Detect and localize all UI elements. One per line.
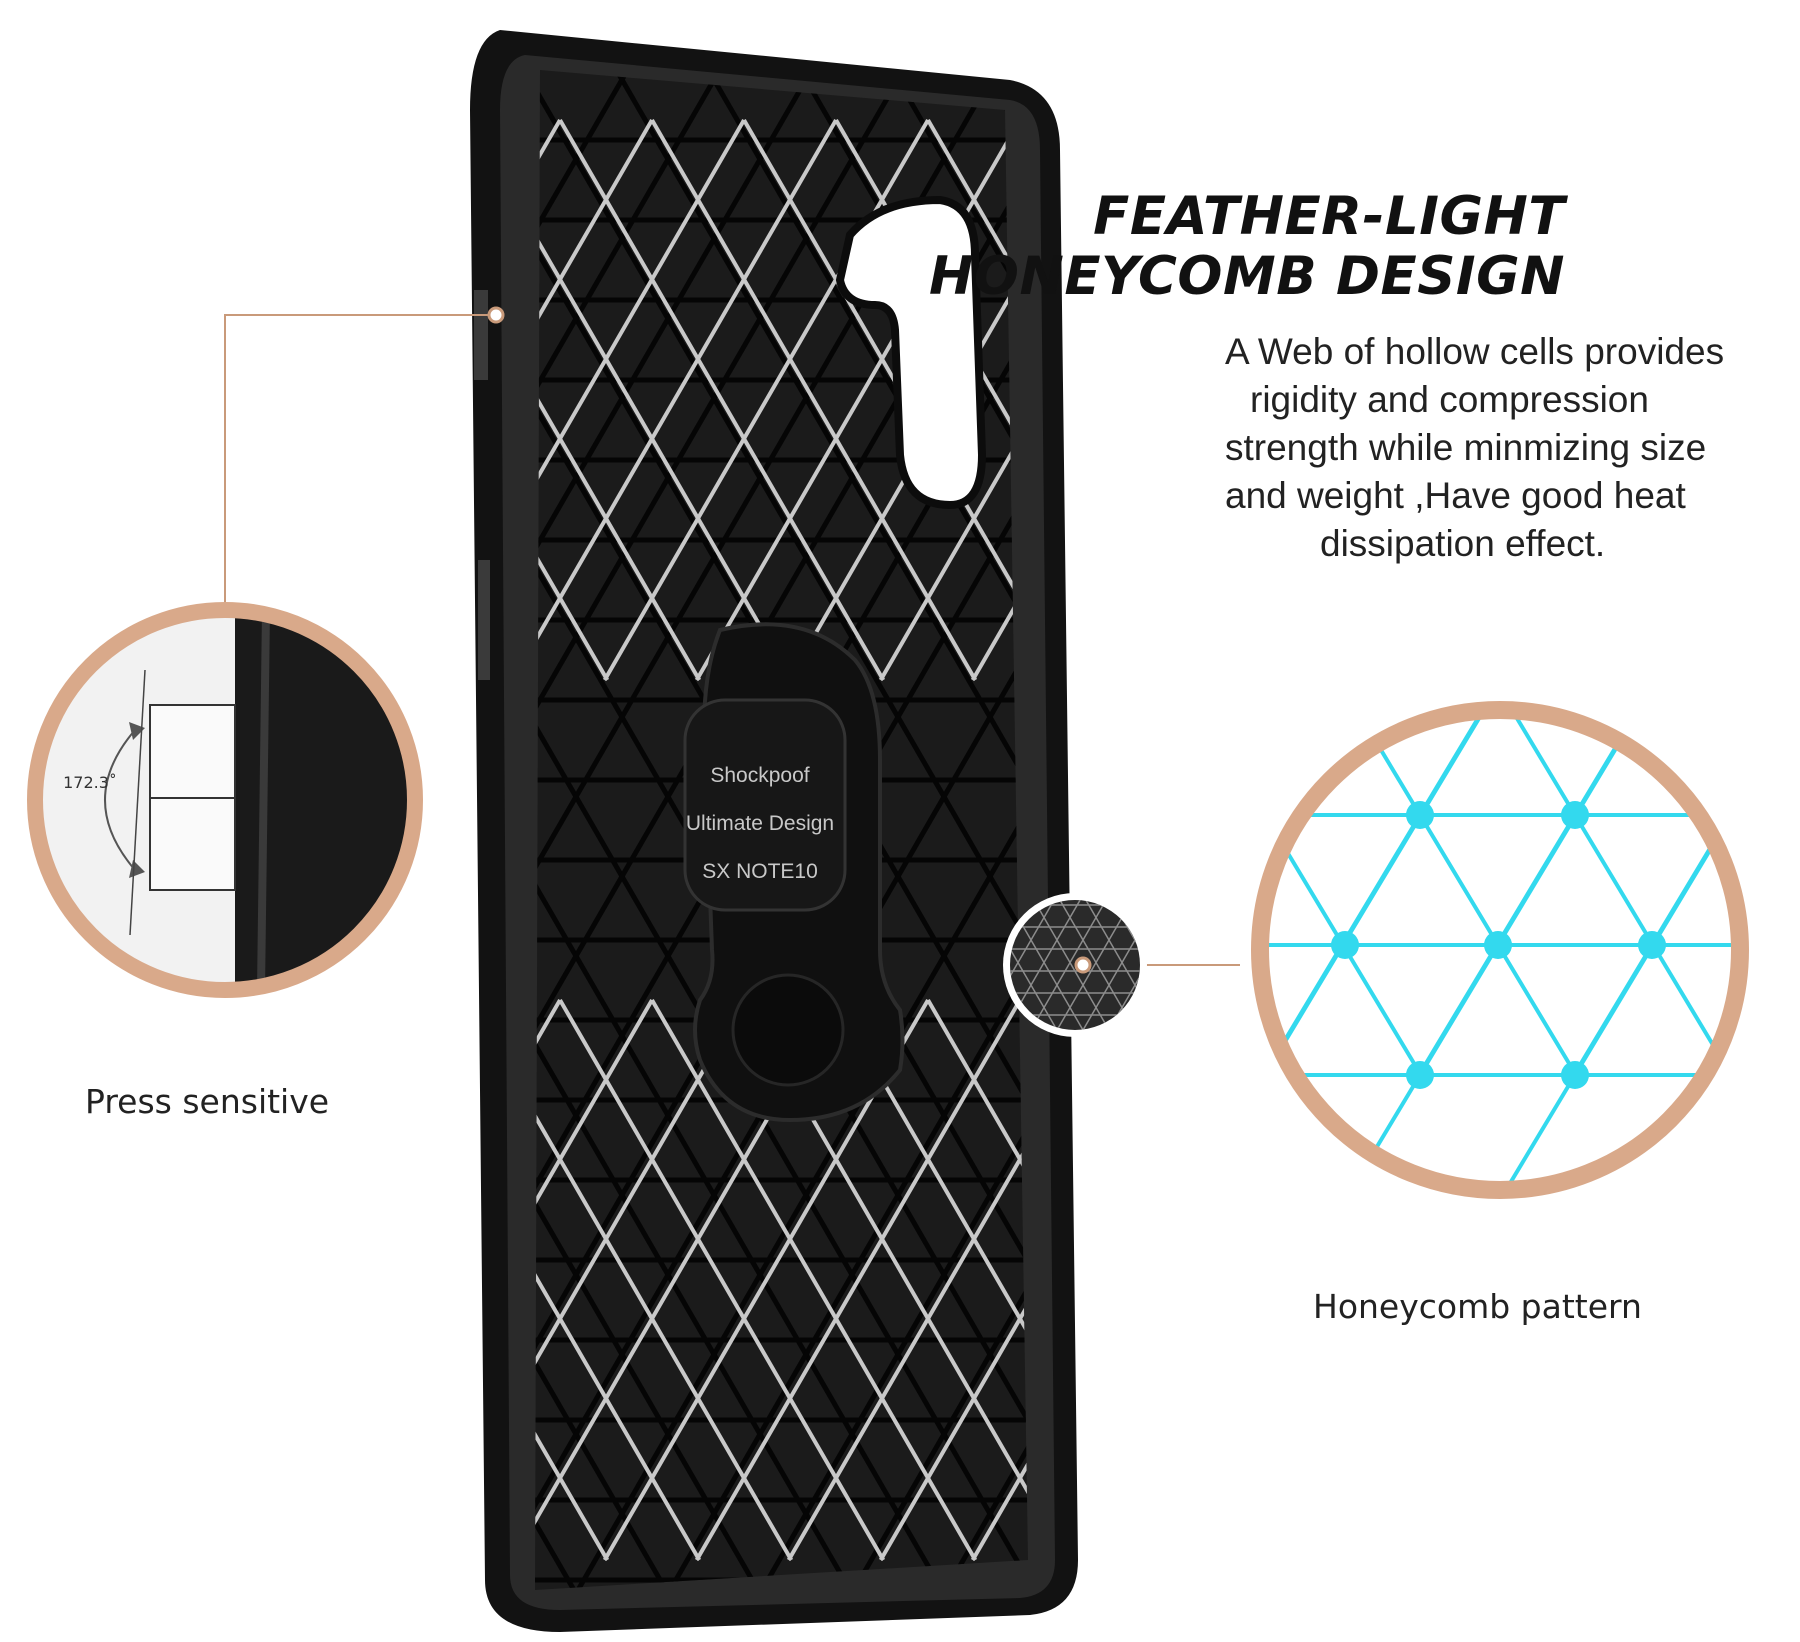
callout-leader-left xyxy=(224,314,496,610)
pattern-line xyxy=(1772,0,1800,1637)
honeycomb-node xyxy=(1406,801,1434,829)
pattern-light-line xyxy=(786,999,1028,1561)
description-line: rigidity and compression xyxy=(1250,379,1649,420)
small-pattern-line xyxy=(1079,900,1140,1030)
pattern-line xyxy=(535,70,947,1590)
press-angle-label: 172.3˚ xyxy=(63,773,117,792)
case-side-button xyxy=(474,290,488,380)
pattern-light-line xyxy=(558,119,886,681)
pattern-light-line xyxy=(53,120,376,680)
pattern-light-line xyxy=(8,120,331,680)
button-closeup-strip xyxy=(257,610,270,990)
pattern-light-line xyxy=(926,999,1028,1561)
pattern-light-line xyxy=(535,119,794,681)
description-line: and weight ,Have good heat xyxy=(1225,475,1686,516)
pattern-light-line xyxy=(558,999,886,1561)
pattern-light-line xyxy=(694,999,1022,1561)
small-pattern-line xyxy=(1030,900,1113,1030)
pattern-light-line xyxy=(100,120,423,680)
pattern-light-line xyxy=(535,119,746,681)
honeycomb-ring xyxy=(1251,701,1749,1199)
pattern-light-line xyxy=(0,1000,55,1560)
pattern-light-line xyxy=(650,999,978,1561)
honeycomb-line xyxy=(1783,645,1800,1245)
case-print-line2: Ultimate Design xyxy=(686,812,834,835)
pattern-light-line xyxy=(535,999,746,1561)
press-diagram-arc xyxy=(104,729,136,871)
headline-line2: HONEYCOMB DESIGN xyxy=(929,246,1565,307)
pattern-light-line xyxy=(535,999,610,1561)
press-sensitive-ring xyxy=(27,602,423,998)
pattern-light-line xyxy=(878,119,1028,681)
feature-description: A Web of hollow cells provides rigidity … xyxy=(1210,328,1770,568)
pattern-line xyxy=(535,70,1028,1590)
pattern-light-line xyxy=(1756,1000,1800,1560)
description-line: dissipation effect. xyxy=(1320,523,1606,564)
pattern-light-line xyxy=(650,119,978,681)
pattern-light-line xyxy=(834,999,1028,1561)
pattern-light-line xyxy=(878,999,1028,1561)
pattern-light-line xyxy=(535,119,838,681)
honeycomb-node xyxy=(1561,1061,1589,1089)
pattern-light-line xyxy=(0,1000,8,1560)
callout-dot-left xyxy=(487,306,505,324)
pattern-line xyxy=(696,70,1028,1590)
pattern-line xyxy=(535,70,1008,1590)
pattern-line xyxy=(535,70,1028,1590)
pattern-light-line xyxy=(0,120,147,680)
arc-arrow-top xyxy=(129,722,145,740)
pattern-light-line xyxy=(535,999,702,1561)
ring-holder-pivot xyxy=(731,973,845,1087)
pattern-light-line xyxy=(535,119,610,681)
pattern-light-line xyxy=(0,120,239,680)
pattern-light-line xyxy=(535,999,794,1561)
pattern-light-line xyxy=(145,120,468,680)
small-pattern-line xyxy=(1010,900,1058,1030)
pattern-line xyxy=(535,70,824,1590)
headline-line1: FEATHER-LIGHT xyxy=(1093,186,1565,247)
ring-holder-plate xyxy=(683,698,847,912)
pattern-light-line xyxy=(0,120,284,680)
callout-dot-right xyxy=(1074,956,1092,974)
case-side-button xyxy=(478,560,490,680)
pattern-line xyxy=(535,70,763,1590)
pattern-line xyxy=(535,70,855,1590)
honeycomb-node xyxy=(1561,801,1589,829)
pattern-light-line xyxy=(535,119,654,681)
small-pattern-line xyxy=(1027,900,1110,1030)
pattern-line xyxy=(788,70,1028,1590)
description-line: strength while minmizing size xyxy=(1225,427,1707,468)
pattern-line xyxy=(0,0,24,1637)
small-pattern-line xyxy=(1010,900,1061,1030)
description-line: A Web of hollow cells provides xyxy=(1225,331,1725,372)
pattern-light-line xyxy=(926,119,1028,681)
camera-cutout xyxy=(835,195,987,510)
pattern-line xyxy=(535,70,732,1590)
honeycomb-node xyxy=(1638,931,1666,959)
pattern-line xyxy=(535,70,1028,1590)
pattern-line xyxy=(604,70,1028,1590)
pattern-light-line xyxy=(535,999,654,1561)
case-print-line1: Shockpoof xyxy=(710,764,809,787)
pattern-light-line xyxy=(192,120,515,680)
pattern-light-line xyxy=(0,120,55,680)
small-pattern-line xyxy=(1105,900,1140,1030)
pattern-line xyxy=(535,70,916,1590)
pattern-light-line xyxy=(0,120,100,680)
case-print-line3: SX NOTE10 xyxy=(702,860,818,883)
press-diagram-axis xyxy=(129,669,146,936)
honeycomb-node xyxy=(1406,1061,1434,1089)
pattern-line xyxy=(1711,0,1800,1637)
pattern-light-line xyxy=(0,120,192,680)
pattern-light-line xyxy=(0,120,8,680)
honeycomb-node xyxy=(1331,931,1359,959)
press-sensitive-callout: 172.3˚ xyxy=(27,306,505,998)
honeycomb-caption: Honeycomb pattern xyxy=(1313,1287,1642,1326)
honeycomb-node xyxy=(1484,931,1512,959)
press-sensitive-caption: Press sensitive xyxy=(85,1082,330,1121)
small-pattern-line xyxy=(1082,900,1140,1030)
